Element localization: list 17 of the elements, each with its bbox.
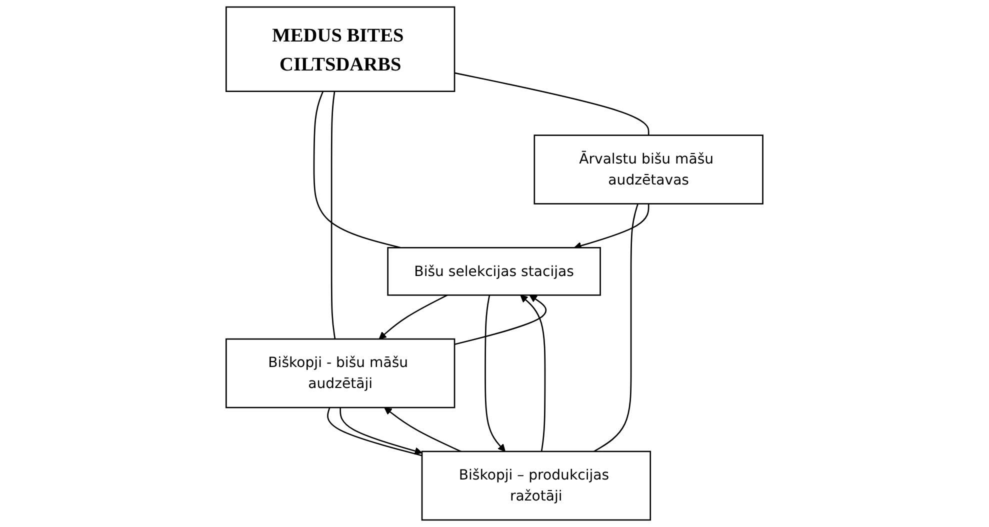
- node-box: Bišu selekcijas stacijas: [387, 247, 601, 296]
- arrow: [454, 294, 547, 346]
- node-box: Biškopji - bišu māšu audzētāji: [226, 338, 456, 408]
- connector: [327, 407, 422, 456]
- node-box: Ārvalstu bišu māšu audzētavas: [534, 134, 764, 204]
- connector: [454, 72, 650, 136]
- node-box: Biškopji – produkcijas ražotāji: [421, 450, 652, 521]
- arrow: [574, 204, 650, 250]
- connector: [594, 204, 639, 452]
- connector: [330, 91, 336, 340]
- arrow: [340, 408, 422, 455]
- arrow: [520, 294, 546, 452]
- node-box: MEDUS BITES CILTSDARBS: [226, 6, 456, 92]
- arrow: [484, 295, 506, 452]
- connector: [313, 91, 401, 248]
- arrow: [384, 407, 462, 452]
- arrow: [378, 294, 448, 340]
